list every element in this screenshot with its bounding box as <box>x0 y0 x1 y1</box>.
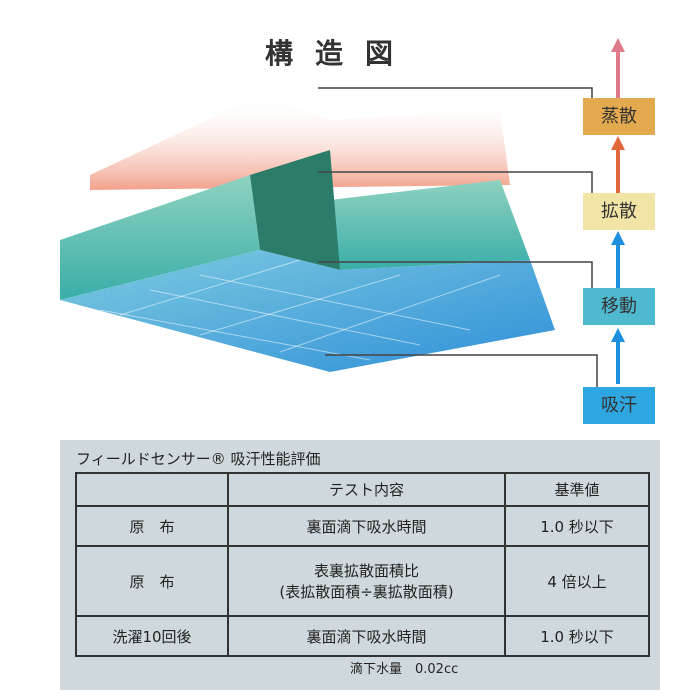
table-cell: 原 布 <box>75 545 229 617</box>
table-row: 原 布 表裏拡散面積比 (表拡散面積÷裏拡散面積) 4 倍以上 <box>75 545 650 617</box>
header-cell <box>75 472 229 507</box>
evaporation-glow <box>90 95 510 190</box>
fabric-top-right <box>330 180 530 270</box>
table-row: 原 布 裏面滴下吸水時間 1.0 秒以下 <box>75 505 650 547</box>
cell-subline: (表拡散面積÷裏拡散面積) <box>279 583 454 601</box>
table-cell: 裏面滴下吸水時間 <box>227 505 506 547</box>
stage-absorption: 吸汗 <box>583 387 655 424</box>
performance-table: テスト内容 基準値 原 布 裏面滴下吸水時間 1.0 秒以下 原 布 表裏拡散面… <box>75 472 650 657</box>
header-cell: 基準値 <box>504 472 650 507</box>
table-cell: 原 布 <box>75 505 229 547</box>
table-cell: 表裏拡散面積比 (表拡散面積÷裏拡散面積) <box>227 545 506 617</box>
leader-lines <box>318 87 598 387</box>
footnote: 滴下水量 0.02cc <box>350 662 459 677</box>
flow-arrows <box>611 38 625 384</box>
stage-transfer: 移動 <box>583 288 655 325</box>
performance-panel: フィールドセンサー® 吸汗性能評価 テスト内容 基準値 原 布 裏面滴下吸水時間… <box>60 440 660 690</box>
table-cell: 1.0 秒以下 <box>504 615 650 657</box>
fabric-top-left <box>60 175 260 300</box>
table-cell: 裏面滴下吸水時間 <box>227 615 506 657</box>
table-cell: 4 倍以上 <box>504 545 650 617</box>
table-cell: 1.0 秒以下 <box>504 505 650 547</box>
page-title: 構造図 <box>264 37 415 70</box>
table-cell: 洗濯10回後 <box>75 615 229 657</box>
stage-evaporation: 蒸散 <box>583 98 655 135</box>
stage-diffusion: 拡散 <box>583 193 655 230</box>
fabric-structure-illustration <box>60 38 625 387</box>
fabric-bottom-face <box>60 250 555 372</box>
table-header-row: テスト内容 基準値 <box>75 472 650 507</box>
cell-line: 表裏拡散面積比 <box>313 562 419 580</box>
header-cell: テスト内容 <box>227 472 506 507</box>
fabric-inner-channel <box>250 150 340 270</box>
panel-title: フィールドセンサー® 吸汗性能評価 <box>76 450 321 468</box>
table-row: 洗濯10回後 裏面滴下吸水時間 1.0 秒以下 <box>75 615 650 657</box>
